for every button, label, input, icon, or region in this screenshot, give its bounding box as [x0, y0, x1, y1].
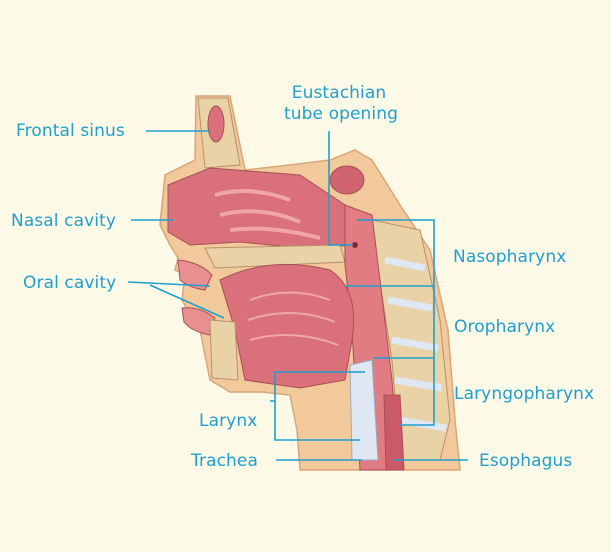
- label-oropharynx: Oropharynx: [454, 317, 555, 337]
- sphenoid-sinus-shape: [330, 166, 364, 194]
- label-trachea: Trachea: [191, 451, 258, 471]
- jaw-bone: [210, 320, 238, 380]
- label-larynx: Larynx: [199, 411, 257, 431]
- label-esophagus: Esophagus: [479, 451, 572, 471]
- esophagus-shape: [384, 395, 404, 470]
- label-nasal-cavity: Nasal cavity: [11, 211, 116, 231]
- label-frontal-sinus: Frontal sinus: [16, 121, 125, 141]
- label-laryngopharynx: Laryngopharynx: [454, 384, 594, 404]
- label-eustachian-line1: Eustachian: [284, 83, 394, 103]
- label-eustachian-line2: tube opening: [284, 104, 394, 124]
- label-oral-cavity: Oral cavity: [23, 273, 116, 293]
- label-nasopharynx: Nasopharynx: [453, 247, 566, 267]
- frontal-sinus-shape: [208, 106, 224, 142]
